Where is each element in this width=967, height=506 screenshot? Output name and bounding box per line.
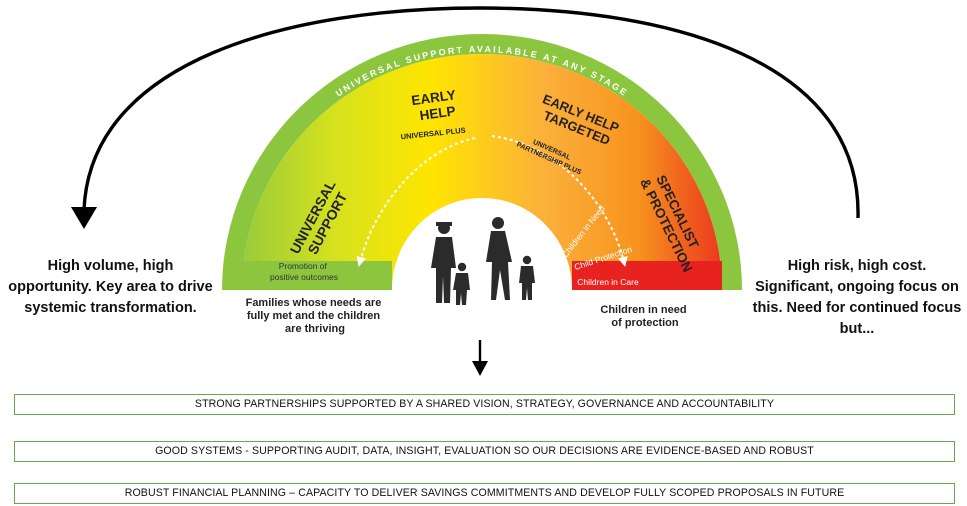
down-arrow-head — [472, 361, 488, 376]
dotted-arrow-right — [491, 135, 628, 267]
arc-green-base — [242, 261, 392, 290]
dotted-arrow-left — [356, 137, 476, 267]
arc-red-base — [572, 261, 722, 290]
early-help-label: EARLY HELP — [411, 87, 463, 124]
good-systems-bar: GOOD SYSTEMS - SUPPORTING AUDIT, DATA, I… — [14, 441, 955, 462]
left-note: High volume, high opportunity. Key area … — [8, 258, 213, 316]
children-in-care-label: Children in Care — [577, 277, 639, 287]
right-caption: Children in need of protection — [600, 304, 689, 329]
financial-planning-bar: ROBUST FINANCIAL PLANNING – CAPACITY TO … — [14, 483, 955, 504]
arc-gradient-body — [242, 54, 722, 290]
promotion-label: Promotion of positive outcomes — [270, 261, 338, 282]
overarching-arrowhead — [71, 207, 97, 229]
overarching-arc-arrow — [82, 6, 860, 219]
right-note: High risk, high cost. Significant, ongoi… — [752, 258, 962, 337]
left-caption: Families whose needs are fully met and t… — [246, 297, 385, 335]
family-silhouette — [431, 217, 535, 305]
partnerships-bar: STRONG PARTNERSHIPS SUPPORTED BY A SHARE… — [14, 394, 955, 415]
